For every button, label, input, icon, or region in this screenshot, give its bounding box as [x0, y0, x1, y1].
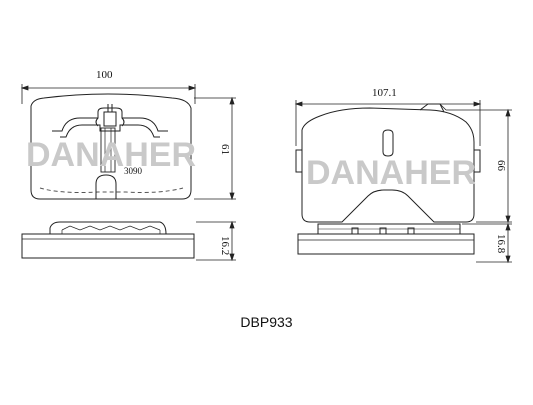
left-pad-side-view [21, 221, 195, 259]
right-height-dimension [446, 108, 512, 224]
right-thickness-label: 16.8 [495, 234, 507, 254]
right-pad-left-ear [295, 149, 302, 173]
left-pad-top-view [30, 93, 192, 200]
right-pad-outline [301, 107, 475, 223]
part-code: DBP933 [240, 314, 293, 330]
left-pad-friction-block [49, 221, 167, 235]
right-pad-top-view [295, 103, 481, 223]
left-height-label: 61 [219, 144, 231, 155]
left-pad-spring-clip [52, 104, 168, 138]
right-height-label: 66 [495, 160, 507, 172]
left-pad-backing-plate [21, 233, 195, 259]
left-width-dimension [20, 84, 197, 104]
left-thickness-dimension [196, 220, 236, 262]
right-pad-side-view [297, 223, 475, 255]
right-pad-studs [351, 227, 415, 235]
left-pad-stamp: 3090 [124, 166, 143, 176]
left-pad-notch [95, 174, 117, 199]
left-thickness-label: 16.2 [219, 236, 231, 255]
left-pad-inner-edge [39, 187, 184, 193]
left-pad-groove [100, 127, 116, 173]
right-pad-slot [382, 129, 394, 157]
left-height-dimension [194, 96, 236, 201]
right-watermark: DANAHER [306, 154, 476, 192]
right-width-dimension [294, 100, 482, 146]
left-pad-outline [30, 93, 192, 200]
right-pad-right-ear [474, 149, 481, 173]
right-width-label: 107.1 [372, 87, 397, 99]
right-thickness-dimension [462, 222, 512, 264]
left-width-label: 100 [96, 69, 113, 81]
right-pad-backing-plate [297, 233, 475, 255]
left-watermark: DANAHER [26, 136, 196, 174]
